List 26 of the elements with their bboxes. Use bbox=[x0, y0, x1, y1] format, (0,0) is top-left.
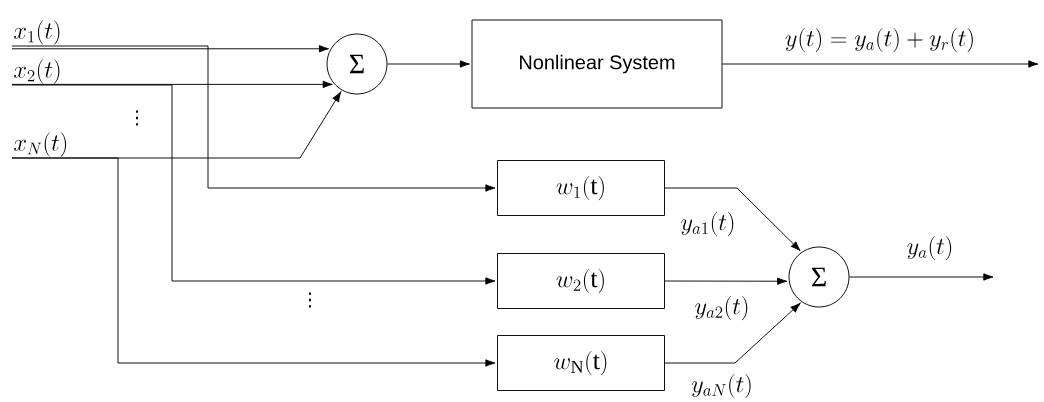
arrow bbox=[11, 45, 496, 192]
arrow bbox=[11, 45, 329, 53]
system-box: Nonlinear System bbox=[471, 19, 723, 109]
summing-junction: Σ bbox=[788, 246, 850, 308]
edge-label: $y_{a2}(t)$ bbox=[693, 294, 751, 322]
input-signal: $x_{N}(t)$ bbox=[14, 132, 67, 157]
input-signal: $x_{2}(t)$ bbox=[14, 59, 60, 84]
arrow bbox=[664, 277, 788, 285]
filter-box: $w_{1}(\mathrm{t})$ bbox=[497, 160, 665, 216]
edge-label: $y_{aN}(t)$ bbox=[690, 372, 754, 400]
arrow bbox=[722, 60, 1039, 68]
summing-junction: Σ bbox=[326, 33, 388, 95]
filter-box: $w_{\mathrm{N}}(\mathrm{t})$ bbox=[497, 335, 665, 391]
arrow bbox=[11, 157, 496, 367]
arrow bbox=[664, 302, 801, 364]
arrow bbox=[387, 60, 470, 68]
edge-label: $y(t) = y_{a}(t) + y_{r}(t)$ bbox=[783, 26, 977, 54]
ellipsis: ⋮ bbox=[309, 292, 311, 308]
filter-box: $w_{2}(\mathrm{t})$ bbox=[497, 253, 665, 309]
input-signal: $x_{1}(t)$ bbox=[14, 20, 60, 45]
edge-label: $y_{a1}(t)$ bbox=[679, 210, 737, 238]
ellipsis: ⋮ bbox=[136, 110, 138, 126]
edge-label: $y_{a}(t)$ bbox=[905, 234, 955, 262]
arrow bbox=[664, 187, 801, 252]
arrow bbox=[849, 273, 994, 281]
arrow bbox=[11, 84, 496, 285]
